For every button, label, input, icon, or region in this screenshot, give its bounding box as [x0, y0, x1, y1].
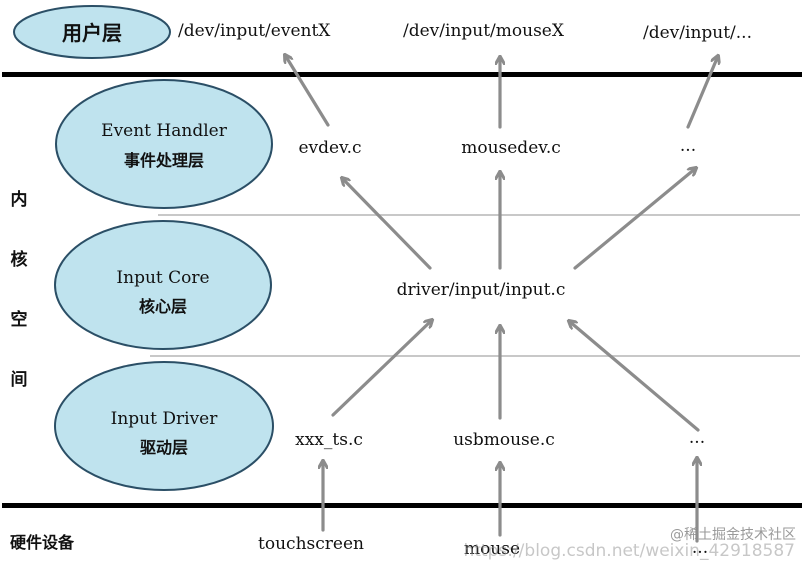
input-driver-ellipse — [54, 361, 274, 491]
file-evdev: evdev.c — [298, 138, 361, 158]
input-core-zh: 核心层 — [139, 297, 187, 316]
event-handler-ellipse — [55, 79, 273, 209]
input-driver-en: Input Driver — [111, 409, 219, 429]
user-layer-ellipse — [13, 5, 171, 59]
device-mouse: mouse — [464, 539, 520, 559]
arrow-core-to-evdev — [342, 178, 432, 270]
path-mousex: /dev/input/mouseX — [403, 21, 565, 41]
arrow-xxxts-to-core — [331, 320, 432, 417]
path-more: /dev/input/... — [643, 23, 752, 43]
kernel-label-char-3: 空 — [11, 309, 28, 330]
arrow-driver-more-to-core — [569, 321, 700, 432]
file-input-core: driver/input/input.c — [397, 280, 566, 300]
kernel-label-char-2: 核 — [11, 249, 28, 270]
user-layer-label: 用户层 — [62, 21, 122, 45]
event-handler-zh: 事件处理层 — [124, 151, 204, 170]
kernel-label-char-1: 内 — [11, 189, 28, 210]
arrow-more-to-path — [686, 56, 718, 129]
file-handler-more: ... — [680, 136, 696, 156]
device-touchscreen: touchscreen — [258, 534, 364, 554]
input-core-en: Input Core — [116, 268, 209, 288]
device-more: ... — [692, 538, 708, 558]
file-xxx-ts: xxx_ts.c — [295, 430, 363, 450]
path-eventx: /dev/input/eventX — [178, 21, 331, 41]
event-handler-en: Event Handler — [101, 121, 228, 141]
top-rule — [2, 72, 802, 77]
kernel-label-char-4: 间 — [11, 369, 28, 390]
hardware-label: 硬件设备 — [10, 533, 75, 552]
input-core-ellipse — [54, 220, 272, 350]
bottom-rule — [2, 503, 802, 508]
file-driver-more: ... — [689, 428, 705, 448]
file-mousedev: mousedev.c — [461, 138, 561, 158]
file-usbmouse: usbmouse.c — [453, 430, 555, 450]
watermark-juejin: @稀土掘金技术社区 — [670, 527, 796, 543]
watermark-csdn: https://blog.csdn.net/weixin_42918587 — [463, 541, 795, 561]
arrow-core-to-handler-more — [573, 168, 696, 270]
input-driver-zh: 驱动层 — [140, 438, 188, 457]
arrow-evdev-to-eventx — [285, 55, 330, 127]
